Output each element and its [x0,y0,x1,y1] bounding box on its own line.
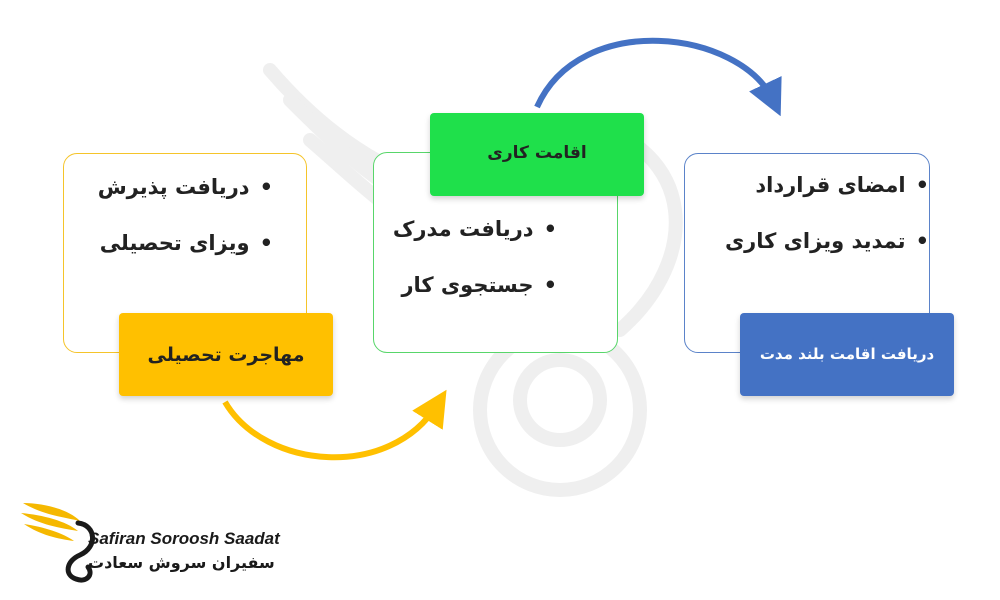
list-item: •تمدید ویزای کاری [724,229,929,253]
wing-logo-icon [21,503,95,583]
arrow-study-to-work [222,389,447,461]
logo-text-fa: سفیران سروش سعادت [88,553,275,572]
list-item: •امضای قرارداد [755,173,929,197]
list-item: •جستجوی کار [401,273,557,297]
label-permanent-residence: دریافت اقامت بلند مدت [740,313,954,396]
list-item: •دریافت پذیرش [97,175,273,199]
list-item: •دریافت مدرک [392,217,557,241]
list-item: •ویزای تحصیلی [99,231,273,255]
label-study-migration: مهاجرت تحصیلی [119,313,333,396]
logo-text-en: Safiran Soroosh Saadat [88,529,280,548]
arrow-work-to-permanent [534,37,782,117]
label-work-residence: اقامت کاری [430,113,644,196]
company-logo: Safiran Soroosh Saadat سفیران سروش سعادت [18,495,298,590]
